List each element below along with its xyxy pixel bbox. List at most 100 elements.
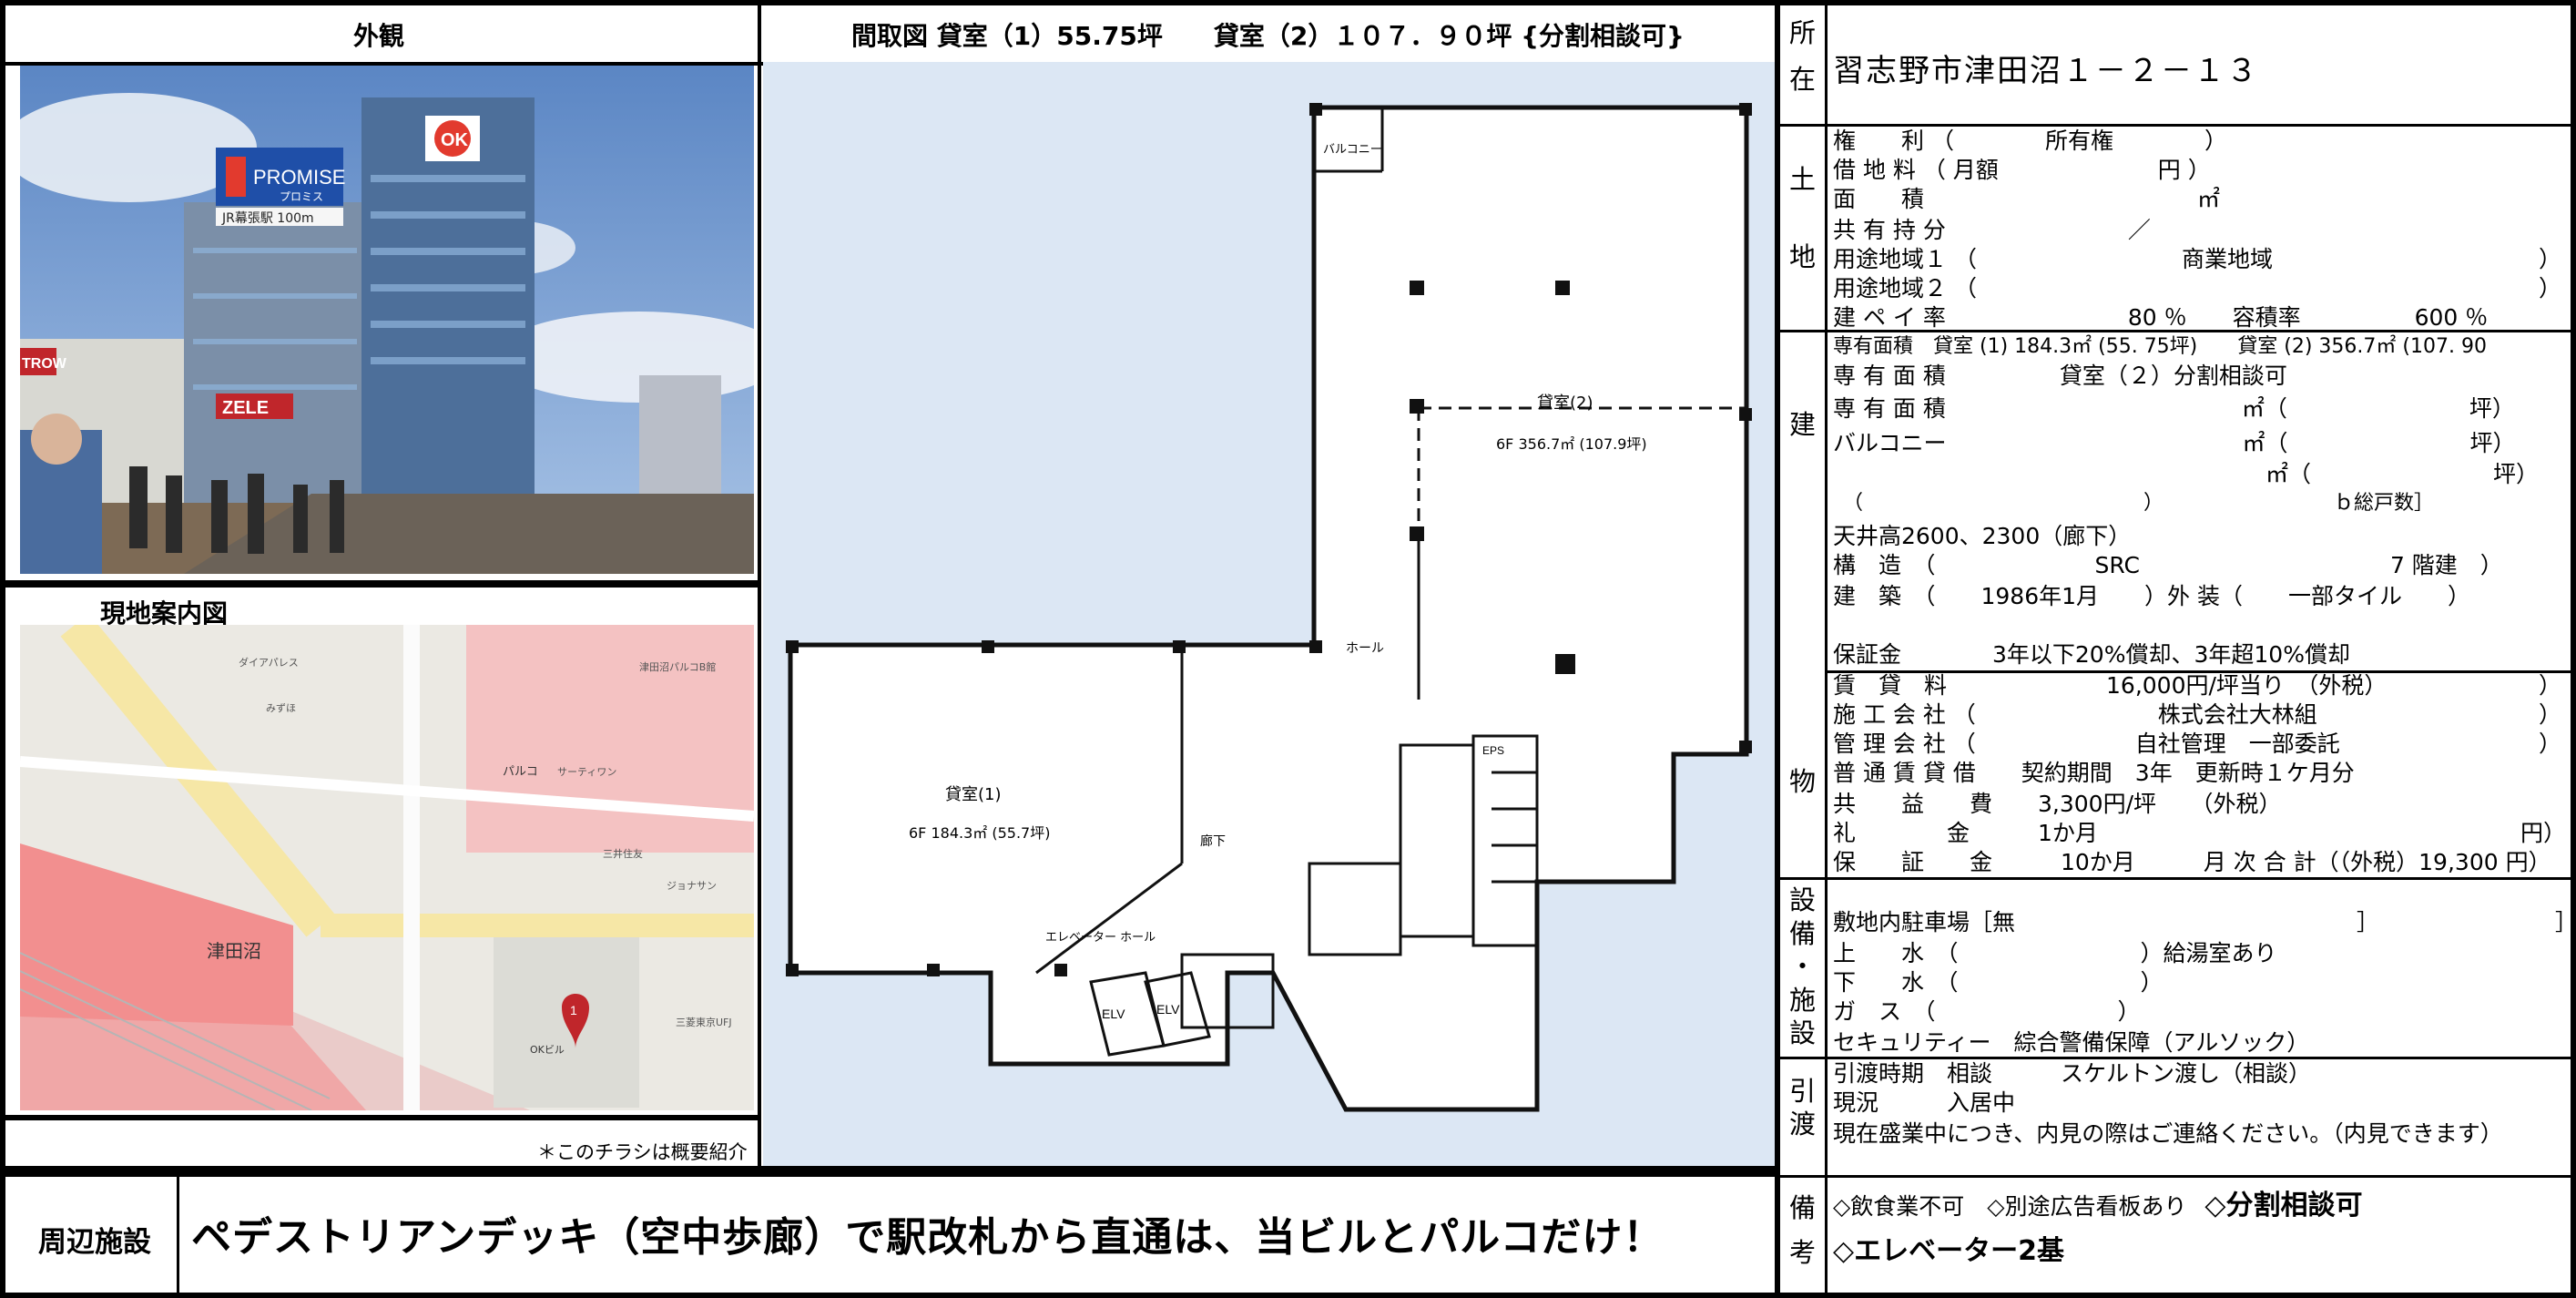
label-char: 地	[1788, 240, 1816, 272]
facility-security: セキュリティー 綜合警備保障（アルソック）	[1833, 1029, 2310, 1056]
label-char: 設	[1788, 1017, 1816, 1049]
map-label: OKビル	[530, 1044, 565, 1056]
ev-hall-label: エレベーター ホール	[1045, 931, 1156, 945]
remarks-split: ◇分割相談可	[2204, 1190, 2363, 1221]
label-char: 土	[1788, 164, 1816, 195]
remarks-no-food: ◇飲食業不可 ◇別途広告看板あり	[1833, 1193, 2187, 1220]
label-char: 備	[1788, 917, 1816, 949]
remarks-line1: ◇飲食業不可 ◇別途広告看板あり ◇分割相談可	[1833, 1182, 2363, 1222]
property-builder: 施 工 会 社 （ 株式会社大林組	[1833, 701, 2317, 728]
floorplan-image: 貸室(2) 6F 356.7㎡ (107.9坪) 貸室(1) 6F 184.3㎡…	[763, 62, 1775, 1166]
facility-parking-end: ］	[2555, 909, 2576, 935]
building-area-3: 専 有 面 積 ㎡（ 坪）	[1833, 395, 2515, 422]
map-label: 三井住友	[603, 847, 643, 860]
room2-label: 貸室(2)	[1537, 393, 1593, 413]
jr-sign: JR幕張駅 100m	[221, 211, 314, 226]
label-handover: 引 渡	[1780, 1075, 1825, 1141]
facility-parking: 敷地内駐車場［無 ］	[1833, 909, 2380, 935]
label-property: 物	[1780, 761, 1825, 802]
exterior-photo: PROMISE プロミス OK JR幕張駅 100m ZELE TROW	[20, 66, 754, 574]
room1-label: 貸室(1)	[945, 785, 1002, 804]
property-manager: 管 理 会 社 （ 自社管理 一部委託	[1833, 731, 2340, 757]
trow-sign: TROW	[22, 356, 67, 372]
land-share: 共 有 持 分 ／	[1833, 217, 2151, 243]
building-area-5: ㎡（ 坪）	[1833, 461, 2540, 487]
building-balcony: バルコニー ㎡（ 坪）	[1833, 430, 2516, 456]
rule-location	[1780, 124, 2576, 127]
disclaimer-note: ＊このチラシは概要紹介	[537, 1141, 748, 1163]
footer-divider	[177, 1177, 179, 1298]
rule-facilities	[1780, 1057, 2576, 1059]
property-paren: ）	[2539, 672, 2562, 699]
property-key-money-end: 円）	[2520, 820, 2567, 846]
divider-right	[1775, 0, 1780, 1298]
map-label: ダイアパレス	[239, 656, 299, 669]
label-land: 土 地	[1780, 159, 1825, 278]
property-paren: ）	[2539, 731, 2562, 757]
label-char: 物	[1788, 766, 1816, 797]
map-note-rule	[0, 1115, 758, 1120]
property-rent: 賃 貸 料 16,000円/坪当り （外税）	[1833, 672, 2388, 699]
surrounding-label: 周辺施設	[38, 1226, 151, 1259]
label-char: 備	[1788, 1192, 1816, 1223]
land-zone2-end: ）	[2539, 275, 2562, 302]
land-bcr: 建 ペ イ 率 80 ％ 容積率 600 ％	[1833, 304, 2489, 331]
elv-label: ELV	[1156, 1002, 1180, 1017]
building-built: 建 築 （ 1986年1月 ）外 装（ 一部タイル ）	[1833, 583, 2470, 609]
zele-sign: ZELE	[222, 398, 269, 418]
elv-label: ELV	[1102, 1007, 1125, 1021]
map-label: 津田沼パルコB館	[639, 660, 716, 673]
location-map: 1 津田沼 ダイアパレス 津田沼パルコB館 みずほ パルコ サーティワン 三井住…	[20, 625, 754, 1110]
land-zone1: 用途地域１ （ 商業地域	[1833, 246, 2273, 272]
map-label: パルコ	[503, 765, 538, 779]
rule-building	[1825, 670, 2576, 673]
label-char: 引	[1788, 1076, 1816, 1107]
label-remarks: 備 考	[1780, 1186, 1825, 1276]
label-facilities: 設 備 ・ 施 設	[1780, 884, 1825, 1050]
map-header: 現地案内図	[99, 598, 228, 629]
property-contract: 普 通 賃 貸 借 契約期間 3年 更新時１ケ月分	[1833, 760, 2355, 786]
facility-sewer: 下 水 （ ）	[1833, 969, 2164, 996]
building-units: （ ） ｂ総戸数］	[1833, 492, 2435, 515]
label-char: 施	[1788, 984, 1816, 1016]
map-label: みずほ	[266, 702, 296, 714]
rule-property	[1780, 877, 2576, 880]
label-char: 建	[1788, 409, 1816, 440]
label-char: 考	[1788, 1237, 1816, 1269]
surrounding-text: ペデストリアンデッキ（空中歩廊）で駅改札から直通は、当ビルとパルコだけ！	[191, 1214, 1665, 1261]
floorplan-header: 間取図 貸室（1）55.75坪 貸室（2）１０７．９０坪 {分割相談可}	[851, 21, 1685, 51]
land-area: 面 積 ㎡	[1833, 186, 2221, 212]
property-paren: ）	[2539, 701, 2562, 728]
property-key-money: 礼 金 1か月	[1833, 820, 2098, 846]
label-char: ・	[1788, 951, 1816, 983]
building-deposit-terms: 保証金 3年以下20%償却、3年超10%償却	[1833, 641, 2350, 668]
divider-label-col	[1825, 0, 1828, 1298]
building-structure: 構 造 （ SRC 7 階建 ）	[1833, 552, 2503, 578]
ok-sign: OK	[441, 130, 469, 150]
hall-label: ホール	[1346, 641, 1384, 656]
address: 習志野市津田沼１－２－１３	[1833, 53, 2259, 89]
label-char: 所	[1788, 17, 1816, 48]
map-station-label: 津田沼	[207, 940, 261, 962]
label-char: 設	[1788, 884, 1816, 915]
room2-area: 6F 356.7㎡ (107.9坪)	[1496, 435, 1647, 453]
label-char: 渡	[1788, 1109, 1816, 1140]
room1-area: 6F 184.3㎡ (55.7坪)	[909, 824, 1050, 842]
promise-sign: PROMISE	[253, 166, 345, 189]
land-zone2: 用途地域２ （	[1833, 275, 1977, 302]
building-area-split: 専 有 面 積 貸室（２）分割相談可	[1833, 363, 2287, 389]
map-label: 三菱東京UFJ	[676, 1016, 732, 1028]
map-label: ジョナサン	[667, 880, 717, 892]
handover-status: 現況 入居中	[1833, 1089, 2016, 1116]
land-rights: 権 利 （ 所有権 ）	[1833, 128, 2227, 154]
handover-note: 現在盛業中につき、内見の際はご連絡ください。（内見できます）	[1833, 1120, 2503, 1147]
balcony-label: バルコニー	[1323, 143, 1382, 157]
label-location: 所 在	[1780, 13, 1825, 100]
corridor-label: 廊下	[1200, 833, 1226, 849]
remarks-line2: ◇エレベーター2基	[1833, 1235, 2064, 1267]
footer-rule	[0, 1166, 1775, 1177]
land-lease: 借 地 料 （ 月額 円 ）	[1833, 157, 2211, 183]
map-label: サーティワン	[557, 766, 616, 778]
promise-sub: プロミス	[280, 190, 323, 203]
